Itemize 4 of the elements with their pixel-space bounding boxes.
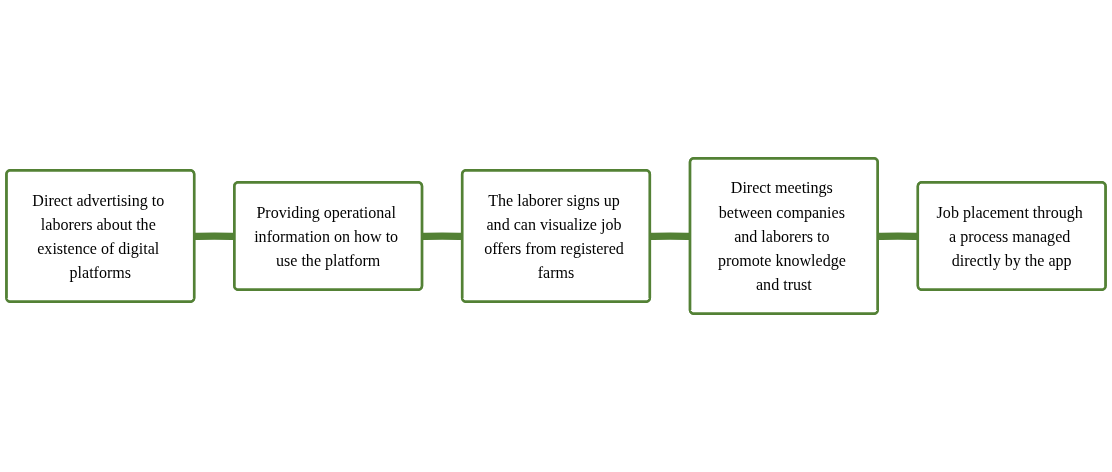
connector <box>194 232 235 240</box>
connector <box>877 232 919 240</box>
connector <box>649 232 691 240</box>
connector <box>422 232 463 240</box>
